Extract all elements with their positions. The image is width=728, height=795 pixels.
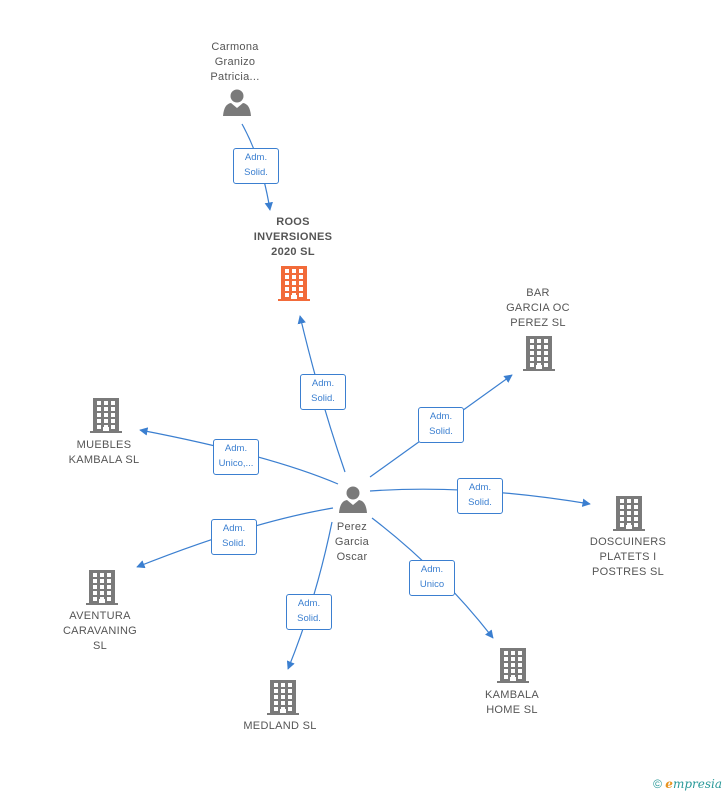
node-label-line: GARCIA OC	[506, 302, 570, 314]
node-label-line: POSTRES SL	[591, 566, 665, 578]
edge-role-line: Adm.	[244, 152, 268, 163]
node-label-medland[interactable]: MEDLAND SL	[230, 719, 330, 734]
node-label-line: DOSCUINERS	[589, 536, 667, 548]
edge-role-line: Solid.	[468, 497, 492, 508]
building-icon[interactable]	[523, 336, 555, 371]
person-icon[interactable]	[339, 486, 367, 514]
edge-role-label[interactable]: Adm. Solid.	[233, 148, 279, 184]
node-label-roos[interactable]: ROOS INVERSIONES 2020 SL	[238, 215, 348, 260]
edge-role-line: Solid.	[311, 393, 335, 404]
footer-brand: © empresia	[653, 777, 722, 791]
node-label-aventura[interactable]: AVENTURA CARAVANING SL	[50, 609, 150, 654]
building-icon[interactable]	[613, 496, 645, 531]
copyright-icon: ©	[653, 777, 662, 791]
building-icon[interactable]	[497, 648, 529, 683]
node-label-doscuiners[interactable]: DOSCUINERS PLATETS I POSTRES SL	[573, 535, 683, 580]
node-label-line: 2020 SL	[271, 246, 315, 258]
edge-role-line: Adm.	[420, 564, 444, 575]
node-label-line: KAMBALA SL	[68, 454, 140, 466]
edge-role-line: Unico,...	[218, 458, 254, 469]
node-label-line: Granizo	[214, 56, 256, 68]
node-label-line: PEREZ SL	[510, 317, 566, 329]
building-icon[interactable]	[86, 570, 118, 605]
building-icon[interactable]	[278, 266, 310, 301]
node-label-line: Oscar	[336, 551, 368, 563]
node-label-kambala-home[interactable]: KAMBALA HOME SL	[462, 688, 562, 718]
node-label-bar-garcia[interactable]: BAR GARCIA OC PEREZ SL	[488, 286, 588, 331]
edge-role-label[interactable]: Adm. Solid.	[418, 407, 464, 443]
node-label-line: Patricia...	[210, 71, 260, 83]
node-label-line: ROOS	[276, 216, 310, 228]
building-icon[interactable]	[90, 398, 122, 433]
edge-role-line: Solid.	[222, 538, 246, 549]
edge-role-line: Adm.	[311, 378, 335, 389]
node-label-line: KAMBALA	[484, 689, 540, 701]
building-icon[interactable]	[267, 680, 299, 715]
node-label-line: Garcia	[334, 536, 370, 548]
edge-role-line: Adm.	[468, 482, 492, 493]
edge-role-line: Adm.	[224, 443, 248, 454]
edge-role-label[interactable]: Adm. Solid.	[211, 519, 257, 555]
node-label-muebles[interactable]: MUEBLES KAMBALA SL	[54, 438, 154, 468]
edge-role-line: Unico	[419, 579, 445, 590]
edge-role-label[interactable]: Adm. Unico,...	[213, 439, 259, 475]
node-label-line: BAR	[526, 287, 550, 299]
node-label-line: Carmona	[211, 41, 259, 53]
person-icon[interactable]	[223, 89, 251, 117]
node-label-line: CARAVANING	[62, 625, 138, 637]
edge-role-label[interactable]: Adm. Unico	[409, 560, 455, 596]
edge-role-label[interactable]: Adm. Solid.	[286, 594, 332, 630]
node-label-line: INVERSIONES	[253, 231, 333, 243]
edge-role-label[interactable]: Adm. Solid.	[300, 374, 346, 410]
node-label-line: MEDLAND SL	[243, 720, 317, 732]
edge-role-line: Adm.	[297, 598, 321, 609]
edge-role-label[interactable]: Adm. Solid.	[457, 478, 503, 514]
node-label-line: MUEBLES	[76, 439, 132, 451]
node-label-line: PLATETS I	[599, 551, 657, 563]
node-label-line: HOME SL	[486, 704, 538, 716]
node-label-line: SL	[92, 640, 108, 652]
edge-role-line: Solid.	[297, 613, 321, 624]
node-label-line: Perez	[336, 521, 368, 533]
edge-role-line: Solid.	[244, 167, 268, 178]
node-label-line: AVENTURA	[69, 610, 131, 622]
edge-role-line: Solid.	[429, 426, 453, 437]
edge-role-line: Adm.	[222, 523, 246, 534]
edge-role-line: Adm.	[429, 411, 453, 422]
brand-logo: empresia	[665, 777, 722, 791]
